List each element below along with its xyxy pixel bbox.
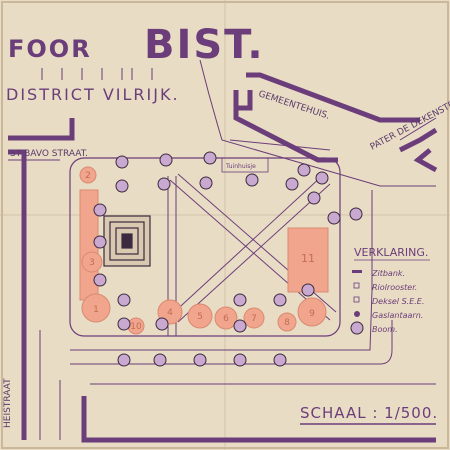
title-ticks	[41, 68, 153, 80]
tree	[297, 163, 311, 177]
lamp-icon	[354, 311, 360, 317]
plot-number-10: 10	[130, 322, 142, 332]
plot-number-7: 7	[251, 314, 257, 324]
tree	[93, 203, 107, 217]
legend-label-bench: Zitbank.	[371, 269, 405, 278]
tree	[157, 177, 171, 191]
tree	[193, 353, 207, 367]
legend-title: VERKLARING.	[354, 246, 428, 259]
kiosk-box	[221, 157, 269, 173]
tree	[285, 177, 299, 191]
trees	[93, 151, 363, 367]
legend-label-manhole: Deksel S.E.E.	[372, 297, 424, 306]
plot-number-9: 9	[309, 309, 315, 319]
bed-plot-6	[214, 306, 238, 330]
bed-plot-5	[187, 303, 213, 329]
street-bavo: ST BAVO STRAAT.	[10, 149, 88, 159]
plot-number-2: 2	[85, 171, 91, 181]
tree	[115, 155, 129, 169]
tree	[301, 283, 315, 297]
scale-label: SCHAAL : 1/500.	[300, 404, 438, 422]
planting-beds	[79, 166, 329, 335]
tree	[273, 293, 287, 307]
plot-number-11: 11	[301, 252, 315, 265]
tree	[233, 353, 247, 367]
tree	[153, 353, 167, 367]
street-heistraat: HEISTRAAT	[3, 378, 13, 428]
bed-plot-7	[243, 307, 265, 329]
grate-icon	[353, 282, 360, 289]
tree	[117, 317, 131, 331]
bed-plot-1	[81, 293, 111, 323]
tree	[203, 151, 217, 165]
plot-number-5: 5	[197, 312, 203, 322]
plot-number-8: 8	[284, 318, 290, 328]
tree	[233, 319, 247, 333]
plot-number-4: 4	[167, 308, 173, 318]
tree	[117, 353, 131, 367]
road-edges	[8, 59, 437, 440]
plot-number-6: 6	[223, 314, 229, 324]
tree	[93, 273, 107, 287]
bed-plot-9	[297, 297, 327, 327]
bed-plot-8	[277, 312, 297, 332]
tree	[155, 317, 169, 331]
tree	[245, 173, 259, 187]
tree	[117, 293, 131, 307]
tree	[159, 153, 173, 167]
plot-numbers: 1 2 3 4 5 6 7 8 9 10 11	[85, 171, 315, 332]
plot-number-3: 3	[89, 258, 95, 268]
tree	[199, 176, 213, 190]
tree	[307, 191, 321, 205]
title-district: DISTRICT VILRIJK.	[6, 85, 180, 104]
title-bist: BIST.	[144, 22, 265, 68]
monument-building	[98, 215, 151, 267]
tree	[93, 235, 107, 249]
bed-plot-11	[287, 227, 329, 293]
tree	[233, 293, 247, 307]
tree	[273, 353, 287, 367]
legend-label-tree: Boom.	[372, 325, 398, 334]
bench-icon	[352, 270, 362, 273]
tree	[327, 211, 341, 225]
legend-label-lamp: Gaslantaarn.	[372, 311, 423, 320]
kiosk-label: Tuinhuisje	[225, 163, 256, 170]
tree	[315, 171, 329, 185]
title-foor: FOOR	[8, 35, 92, 63]
bed-plot-2	[79, 166, 97, 184]
plot-number-1: 1	[93, 305, 99, 315]
tree	[115, 179, 129, 193]
street-walls	[8, 72, 438, 443]
tree	[349, 207, 363, 221]
manhole-icon	[353, 296, 360, 303]
legend-label-grate: Riolrooster.	[372, 283, 417, 292]
tree-icon	[350, 321, 364, 335]
bed-plot-3	[81, 251, 103, 273]
legend: VERKLARING. Zitbank. Riolrooster. Deksel…	[350, 246, 430, 335]
